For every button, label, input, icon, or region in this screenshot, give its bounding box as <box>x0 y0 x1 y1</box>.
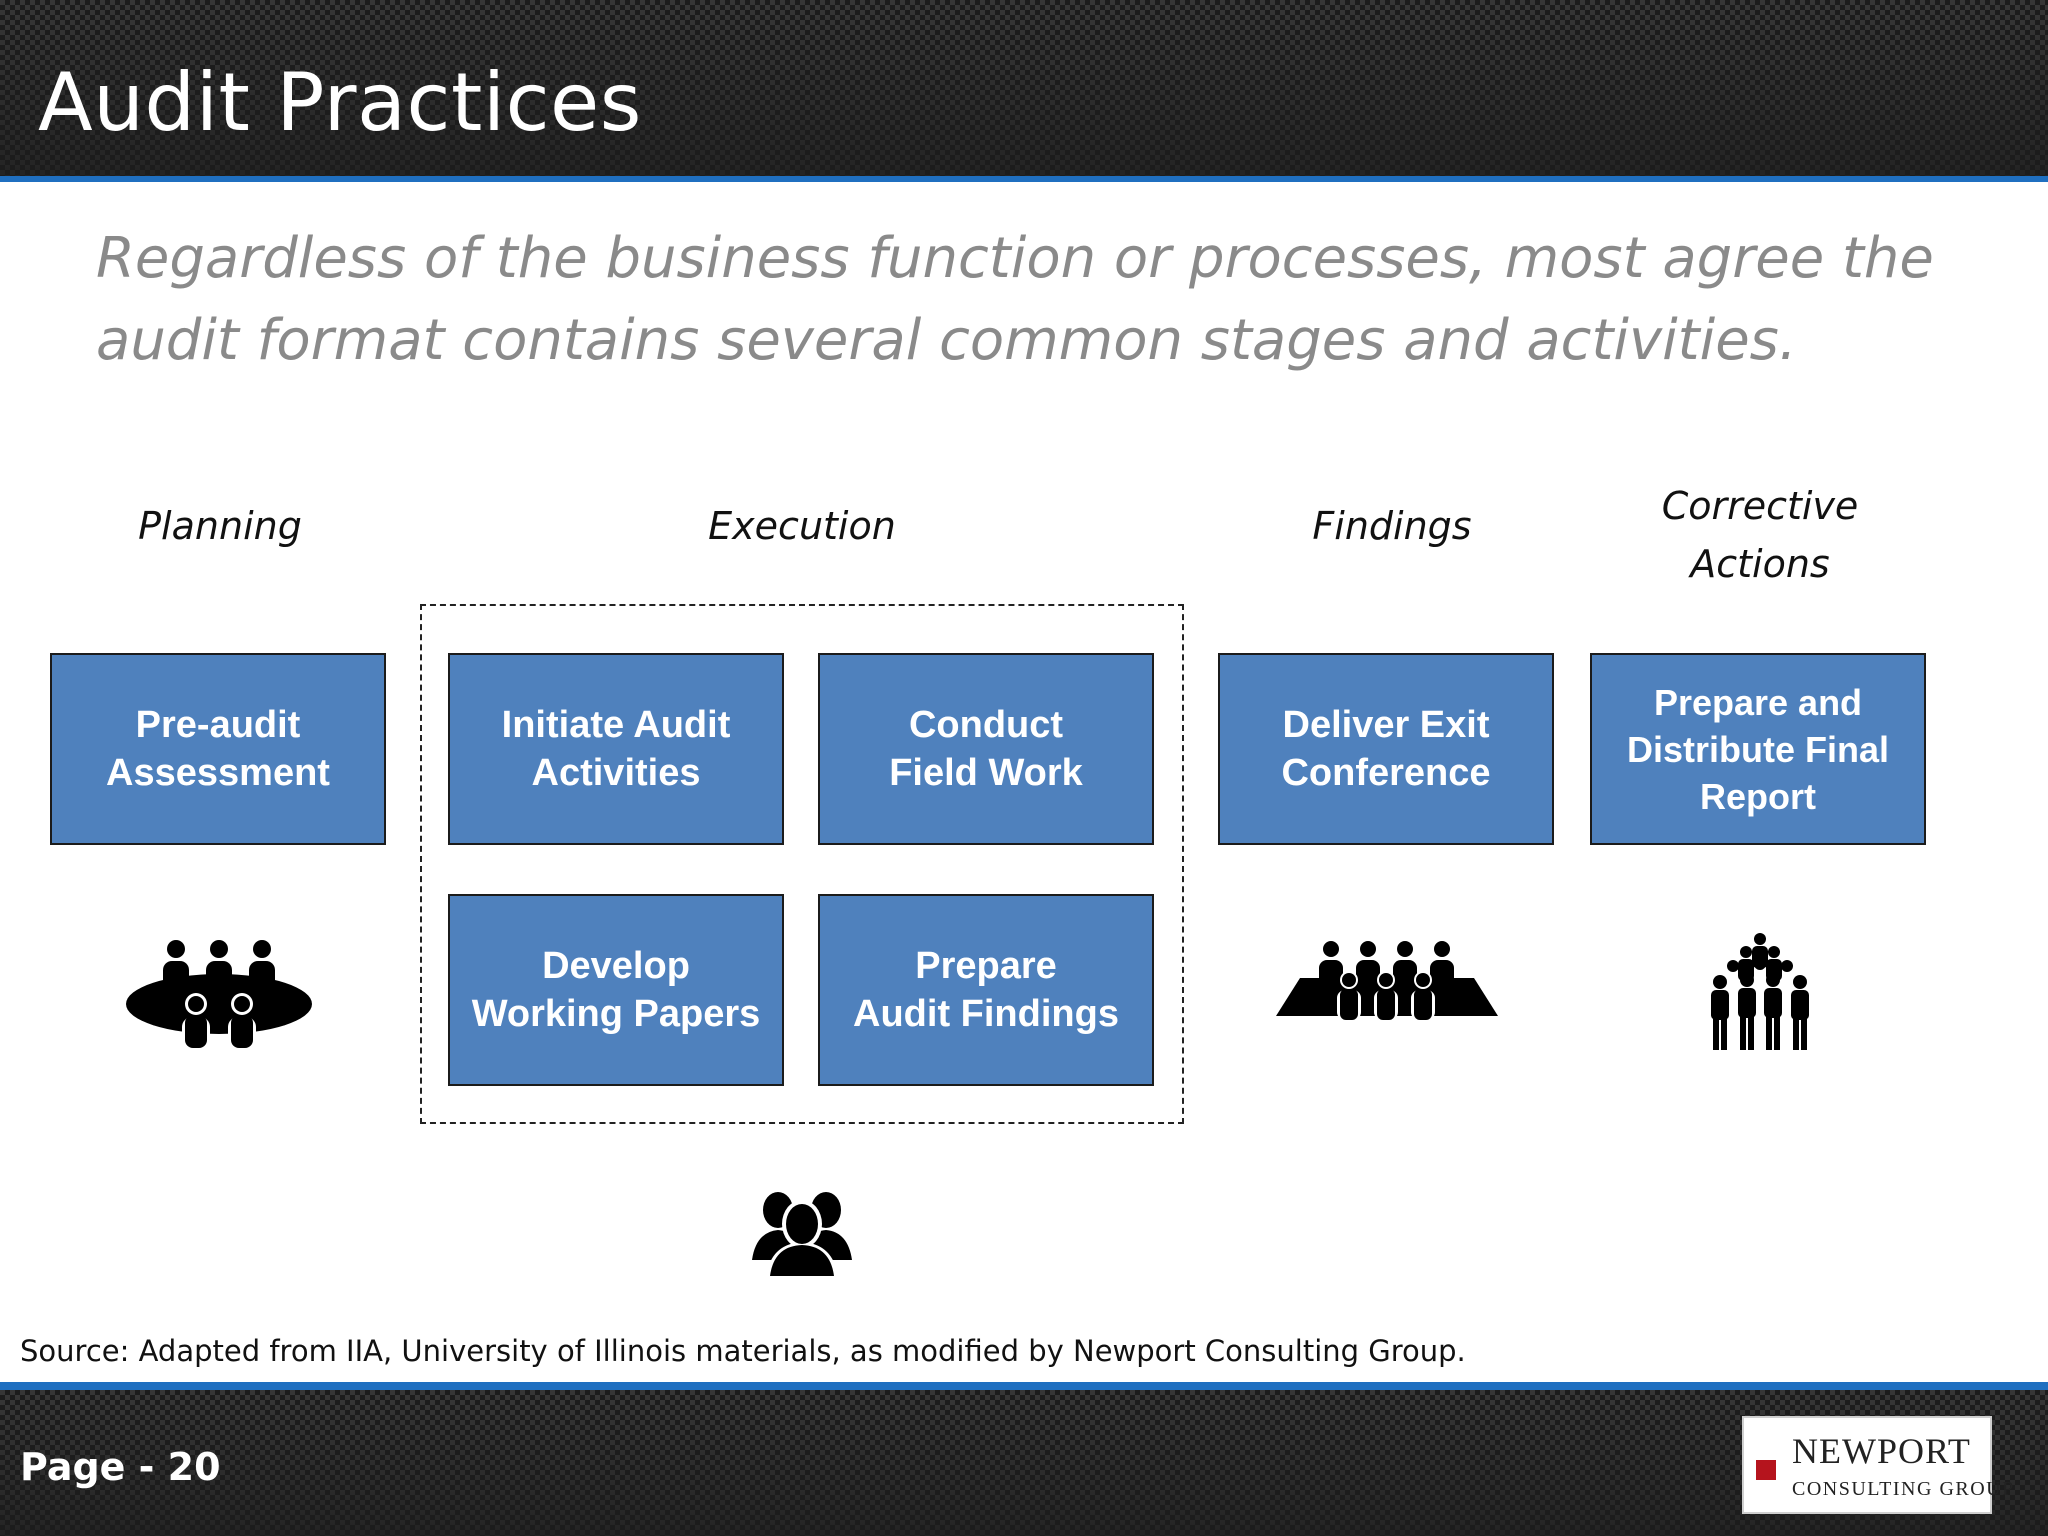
box-pre-audit-line2: Assessment <box>106 752 330 794</box>
box-final-report-line2: Distribute Final <box>1626 728 1890 770</box>
footer-bar <box>0 1390 2048 1536</box>
box-initiate-audit-activities: Initiate Audit Activities <box>448 653 784 845</box>
page-number: Page - 20 <box>20 1445 221 1489</box>
box-initiate-line2: Activities <box>531 752 701 794</box>
box-deliver-exit-conference: Deliver Exit Conference <box>1218 653 1554 845</box>
box-conduct-field-work: Conduct Field Work <box>818 653 1154 845</box>
header-accent-rule <box>0 176 2048 182</box>
box-pre-audit-line1: Pre-audit <box>135 704 301 746</box>
box-prepare-audit-findings: Prepare Audit Findings <box>818 894 1154 1086</box>
header-bar <box>0 0 2048 176</box>
crowd-icon <box>1709 933 1811 1050</box>
conference-table-icon <box>1276 941 1498 1020</box>
newport-logo: NEWPORT CONSULTING GROUP <box>1742 1416 2013 1514</box>
box-develop-line2: Working Papers <box>471 993 761 1035</box>
box-develop-working-papers: Develop Working Papers <box>448 894 784 1086</box>
source-note: Source: Adapted from IIA, University of … <box>20 1334 1466 1368</box>
box-prepare-findings-line2: Audit Findings <box>853 993 1119 1035</box>
box-conduct-line2: Field Work <box>889 752 1083 794</box>
box-pre-audit-assessment: Pre-audit Assessment <box>50 653 386 845</box>
stage-label-execution: Execution <box>708 504 896 548</box>
team-group-icon <box>752 1192 852 1276</box>
logo-subtitle: CONSULTING GROUP <box>1792 1478 2015 1500</box>
box-exit-line2: Conference <box>1281 752 1491 794</box>
box-exit-line1: Deliver Exit <box>1282 704 1490 746</box>
meeting-table-icon <box>126 940 312 1048</box>
slide-subtitle: Regardless of the business function or p… <box>96 226 1934 373</box>
logo-red-square <box>1756 1460 1776 1480</box>
execution-group-frame <box>420 604 1184 1124</box>
box-conduct-line1: Conduct <box>908 704 1064 746</box>
box-final-report-line1: Prepare and <box>1653 681 1863 723</box>
slide-title: Audit Practices <box>38 56 642 149</box>
box-prepare-findings-line1: Prepare <box>915 945 1057 987</box>
box-final-report-line3: Report <box>1700 775 1816 817</box>
box-develop-line1: Develop <box>542 945 690 987</box>
stage-label-planning: Planning <box>138 504 302 548</box>
footer-accent-rule <box>0 1382 2048 1390</box>
stage-label-corrective-actions: Corrective Actions <box>1620 482 1900 588</box>
stage-label-corrective-line2: Actions <box>1690 542 1830 586</box>
box-initiate-line1: Initiate Audit <box>501 704 731 746</box>
stage-label-findings: Findings <box>1312 504 1472 548</box>
box-prepare-distribute-final-report: Prepare and Distribute Final Report <box>1590 653 1926 845</box>
stage-label-corrective-line1: Corrective <box>1661 484 1859 528</box>
logo-name: NEWPORT <box>1792 1431 1971 1471</box>
